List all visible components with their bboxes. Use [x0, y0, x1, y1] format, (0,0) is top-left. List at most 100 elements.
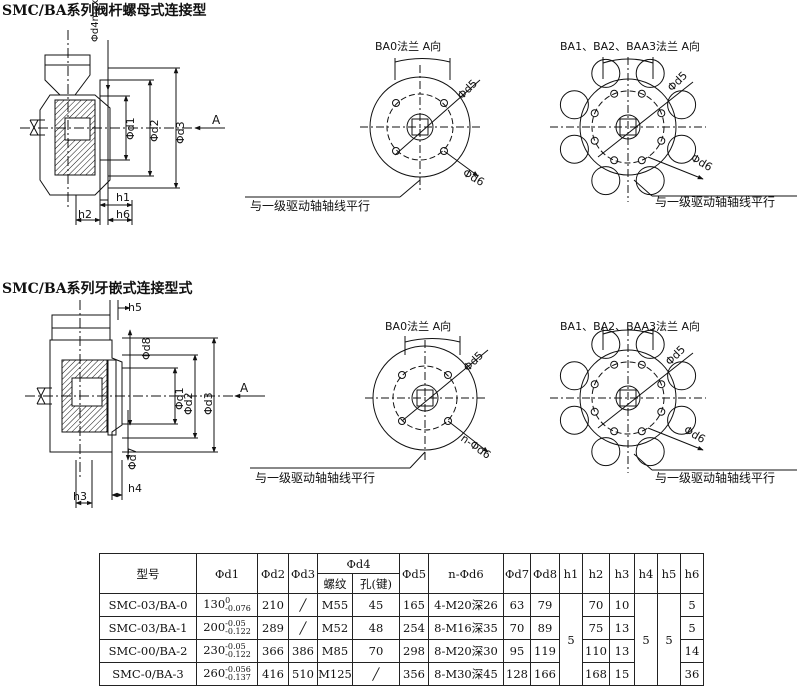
title-jaw-type: SMC/BA系列牙嵌式连接型式: [2, 281, 193, 297]
label-parallel-ba1-top: 与一级驱动轴轴线平行: [655, 194, 775, 209]
th-d4: Φd4: [317, 553, 400, 574]
cell-h6: 14: [680, 639, 704, 663]
cell-h5: 5: [657, 593, 681, 686]
cell-d1-nominal: 130: [203, 597, 226, 611]
ba123-flange-view-bottom: [550, 328, 797, 473]
th-d8: Φd8: [530, 553, 560, 594]
label-ba123-view-bottom: BA1、BA2、BAA3法兰 A向: [560, 319, 700, 333]
label-parallel-ba1-bottom: 与一级驱动轴轴线平行: [655, 470, 775, 485]
cell-thread: M85: [317, 639, 353, 663]
label-a-top: A: [212, 113, 221, 127]
label-d3-top: Φd3: [174, 121, 187, 144]
cell-d2: 416: [257, 662, 289, 686]
cell-h2: 110: [582, 639, 610, 663]
cell-model: SMC-0/BA-3: [99, 662, 197, 686]
cell-d2: 210: [257, 593, 289, 617]
cell-d1-nominal: 260: [203, 666, 226, 680]
cell-d1-tolerance: -0.05-0.122: [225, 620, 251, 636]
cell-h4: 5: [634, 593, 658, 686]
cell-d1-tolerance: -0.056-0.137: [225, 666, 251, 682]
th-d7: Φd7: [503, 553, 531, 594]
th-h6: h6: [680, 553, 704, 594]
cell-h2: 70: [582, 593, 610, 617]
label-h4: h4: [128, 482, 142, 495]
th-h5: h5: [657, 553, 681, 594]
title-nut-type: SMC/BA系列阀杆螺母式连接型: [2, 3, 207, 19]
cell-d1-upper: -0.05: [225, 619, 246, 628]
drawing-canvas: Φd4max Φd1 Φd2 Φd3 A h1 h2 h6 BA0法兰 A向 Φ…: [20, 0, 797, 508]
cell-d1-lower: -0.122: [225, 627, 251, 636]
cell-nd6: 4-M20深26: [428, 593, 504, 617]
cell-h6: 5: [680, 616, 704, 640]
label-d5-ba0-bottom: Φd5: [461, 349, 486, 374]
cell-d2: 366: [257, 639, 289, 663]
label-h5: h5: [128, 301, 142, 314]
cell-d8: 166: [530, 662, 560, 686]
cell-thread: M55: [317, 593, 353, 617]
cell-d1: 200-0.05-0.122: [196, 616, 258, 640]
label-d6-ba1-top: Φd6: [689, 151, 715, 174]
label-d6-ba0-top: Φd6: [461, 166, 487, 189]
cell-d3: 510: [288, 662, 318, 686]
label-h3: h3: [73, 490, 87, 503]
label-d1-top: Φd1: [124, 117, 137, 140]
cell-h6: 5: [680, 593, 704, 617]
th-model: 型号: [99, 553, 197, 594]
label-ba0-view-top: BA0法兰 A向: [375, 39, 441, 53]
th-nd6: n-Φd6: [428, 553, 504, 594]
cell-d7: 95: [503, 639, 531, 663]
label-d5-ba1-bottom: Φd5: [663, 343, 688, 368]
label-d2-bottom: Φd2: [182, 392, 195, 415]
cell-d7: 63: [503, 593, 531, 617]
cell-d1-upper: 0: [225, 596, 231, 605]
th-h3: h3: [609, 553, 635, 594]
cell-d1: 230-0.05-0.122: [196, 639, 258, 663]
cell-h6: 36: [680, 662, 704, 686]
jaw-type-side-view: [25, 300, 265, 508]
cell-thread: M125: [317, 662, 353, 686]
cell-d8: 119: [530, 639, 560, 663]
label-d5-ba1-top: Φd5: [665, 69, 690, 94]
th-h2: h2: [582, 553, 610, 594]
dimension-table: 型号 Φd1 Φd2 Φd3 Φd4 Φd5 n-Φd6 Φd7 Φd8 h1 …: [99, 553, 704, 686]
cell-d8: 89: [530, 616, 560, 640]
cell-nd6: 8-M16深35: [428, 616, 504, 640]
th-d3: Φd3: [288, 553, 318, 594]
cell-h1: 5: [559, 593, 583, 686]
cell-d3: ╱: [288, 616, 318, 640]
label-d1-bottom: Φd1: [173, 387, 186, 410]
cell-d1-nominal: 230: [203, 643, 226, 657]
cell-d7: 70: [503, 616, 531, 640]
cell-nd6: 8-M20深30: [428, 639, 504, 663]
cell-d2: 289: [257, 616, 289, 640]
th-d2: Φd2: [257, 553, 289, 594]
cell-h3: 15: [609, 662, 635, 686]
cell-h3: 13: [609, 639, 635, 663]
cell-d1-upper: -0.056: [225, 665, 251, 674]
label-a-bottom: A: [240, 381, 249, 395]
cell-nd6: 8-M30深45: [428, 662, 504, 686]
label-h2: h2: [78, 208, 92, 221]
ba0-flange-view-bottom: [250, 336, 489, 469]
cell-hole: ╱: [352, 662, 400, 686]
th-h4: h4: [634, 553, 658, 594]
ba123-flange-view-top: [550, 57, 797, 202]
label-h6: h6: [116, 208, 130, 221]
cell-d3: ╱: [288, 593, 318, 617]
cell-model: SMC-03/BA-0: [99, 593, 197, 617]
cell-model: SMC-03/BA-1: [99, 616, 197, 640]
label-d2-top: Φd2: [148, 119, 161, 142]
cell-hole: 45: [352, 593, 400, 617]
cell-d1-lower: -0.076: [225, 604, 251, 613]
cell-h3: 13: [609, 616, 635, 640]
label-d7: Φd7: [126, 447, 139, 470]
cell-d5: 254: [399, 616, 429, 640]
cell-d5: 298: [399, 639, 429, 663]
label-ba123-view-top: BA1、BA2、BAA3法兰 A向: [560, 39, 700, 53]
cell-hole: 70: [352, 639, 400, 663]
cell-h2: 75: [582, 616, 610, 640]
